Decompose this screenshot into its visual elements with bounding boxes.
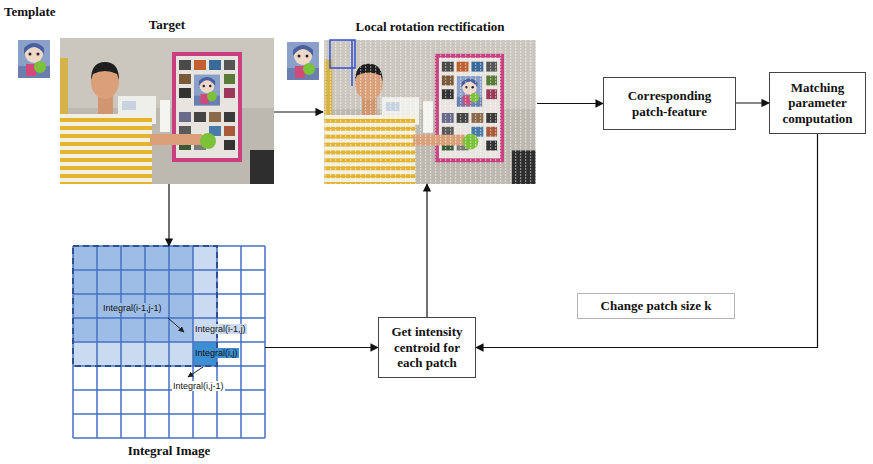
cell-label: Integral(i,j-1) (172, 381, 225, 391)
image-label: Template (4, 4, 56, 19)
integral-image: Integral Image (73, 246, 265, 438)
cell-label: Integral(i-1,j-1) (102, 303, 163, 313)
integral-grid (73, 246, 265, 438)
box-text: Corresponding patch-feature (609, 88, 730, 119)
box-text: Matching parameter computation (775, 80, 860, 127)
cell-label: Integral(i,j) (194, 348, 239, 358)
image-heading-wrap: Local rotation rectification (355, 19, 505, 35)
image-heading: Integral Image (128, 443, 211, 458)
leader-arrow (168, 318, 184, 332)
process-box: Matching parameter computation (769, 72, 866, 134)
flow-arrow (426, 184, 427, 317)
target-image: Target (60, 38, 274, 184)
label-wrap: Integral(i-1,j-1) (102, 303, 163, 313)
flow-arrow (274, 111, 323, 112)
process-box: Get intensity centroid for each patch (378, 317, 476, 378)
template-thumbnail (18, 40, 50, 78)
patch-overlay (323, 40, 537, 184)
image-heading-wrap: Target (107, 17, 227, 33)
label-wrap: Integral(i,j-1) (172, 381, 225, 391)
image-heading: Local rotation rectification (356, 19, 505, 34)
label-wrap: Integral(i,j) (194, 348, 239, 358)
target-photo (60, 38, 274, 184)
leader-arrow (188, 367, 203, 377)
label-wrap: Template (4, 4, 56, 20)
image-heading-wrap: Integral Image (99, 443, 239, 459)
flow-arrow (265, 347, 378, 348)
patch-marker (351, 40, 353, 86)
flow-arrow (476, 134, 818, 348)
flow-arrow (736, 102, 769, 103)
process-box: Corresponding patch-feature (603, 77, 736, 130)
label-wrap: Integral(i-1,j) (194, 324, 247, 334)
box-text: Change patch size k (601, 298, 712, 314)
box-text: Get intensity centroid for each patch (384, 324, 470, 371)
cell-label: Integral(i-1,j) (194, 324, 247, 334)
template-thumbnail (287, 42, 319, 80)
rectified-image: Local rotation rectification (323, 40, 537, 184)
note-box: Change patch size k (577, 293, 735, 319)
flow-arrow (168, 184, 169, 246)
image-heading: Target (149, 17, 185, 32)
flow-arrow (537, 103, 603, 104)
